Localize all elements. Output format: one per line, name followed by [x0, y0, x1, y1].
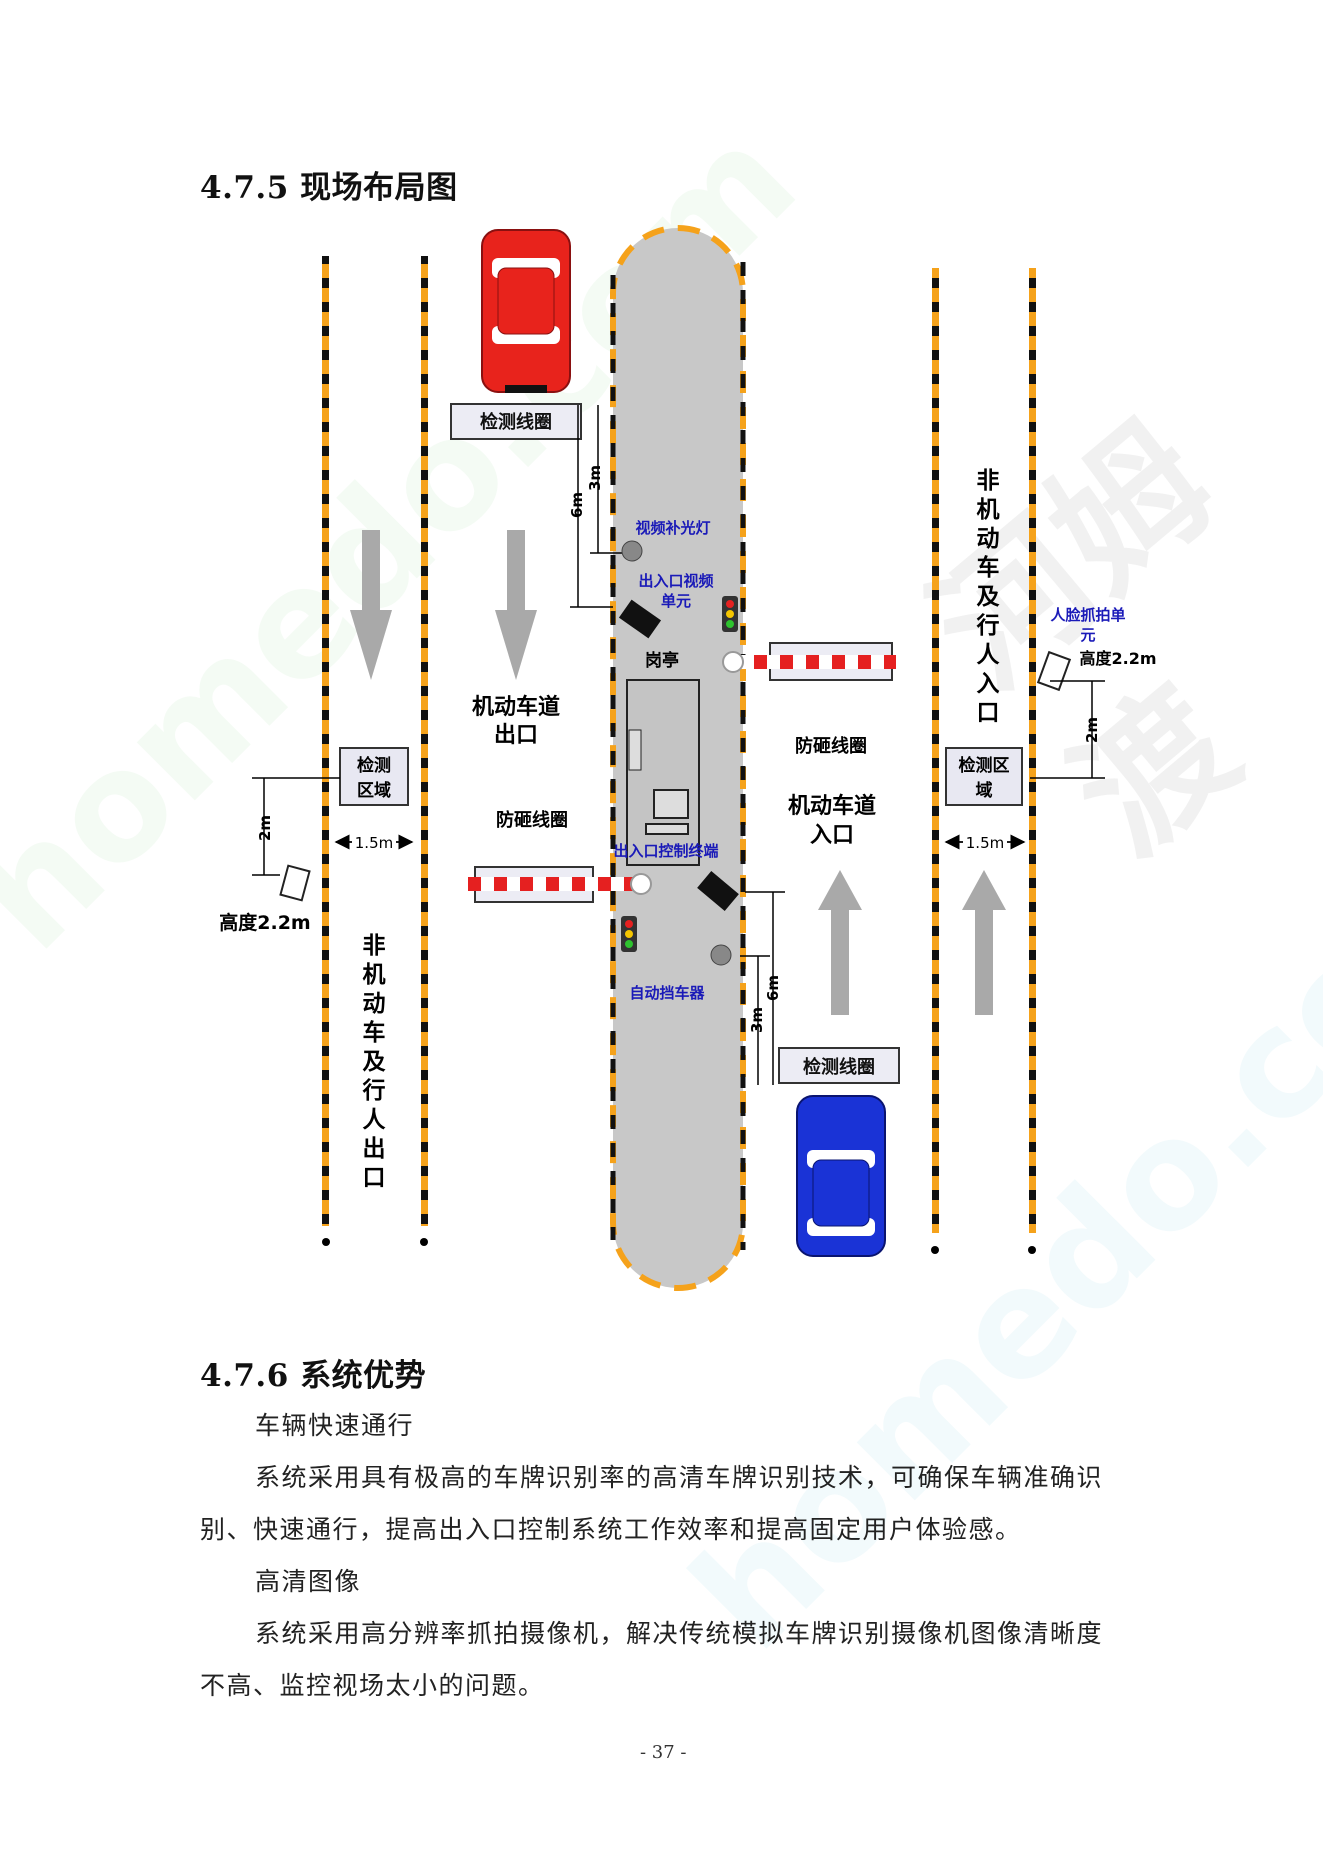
face-camera-icon — [1036, 650, 1072, 692]
entry-video-unit-label: 出入口视频 — [638, 572, 713, 590]
motor-exit-label: 机动车道 — [472, 694, 560, 720]
lane-line — [322, 256, 329, 1226]
detect-coil-box-top — [450, 403, 582, 440]
advantage-text-1-line2: 别、快速通行，提高出入口控制系统工作效率和提高固定用户体验感。 — [200, 1515, 1022, 1544]
motor-entry-label: 机动车道 — [788, 793, 876, 819]
section-title-475: 4.7.5 现场布局图 — [200, 170, 458, 206]
traffic-light-icon — [621, 916, 637, 952]
vertical-label-char: 口 — [977, 700, 1000, 726]
face-camera-icon — [279, 864, 311, 902]
booth-label: 岗亭 — [645, 650, 679, 671]
anti-smash-coil-right — [769, 642, 893, 681]
vertical-label-char: 及 — [977, 584, 1000, 610]
dim-2m-right: 2m — [1083, 717, 1101, 743]
booth-box — [626, 679, 700, 866]
motor-exit-label-2: 出口 — [494, 723, 538, 748]
vertical-label-char: 非 — [977, 468, 1000, 494]
traffic-light-icon — [722, 596, 738, 632]
video-light-icon — [621, 540, 643, 562]
height-left-label: 高度2.2m — [219, 911, 310, 934]
face-unit-label: 人脸抓拍单 — [1050, 606, 1125, 624]
vertical-label-char: 车 — [977, 554, 1000, 581]
detect-zone-left-label: 检测 — [357, 755, 391, 776]
advantage-heading-1: 车辆快速通行 — [255, 1411, 415, 1440]
video-light-label: 视频补光灯 — [635, 519, 710, 537]
booth-door — [628, 729, 642, 771]
anti-smash-label-left: 防砸线圈 — [496, 809, 568, 831]
detect-zone-right-label: 检测区 — [959, 755, 1010, 776]
face-unit-label-2: 元 — [1080, 626, 1095, 644]
vertical-label-char: 口 — [363, 1165, 386, 1191]
vertical-label-char: 机 — [977, 497, 1000, 523]
lane-line-end — [322, 1238, 330, 1246]
anti-smash-label-right: 防砸线圈 — [795, 735, 867, 757]
width-right-label: 1.5m — [966, 834, 1004, 852]
entry-video-unit-label-2: 单元 — [661, 592, 691, 610]
vertical-label-char: 动 — [977, 526, 1000, 552]
lane-line — [421, 256, 428, 1226]
detect-zone-left — [339, 747, 409, 806]
vertical-label-char: 人 — [977, 642, 1001, 668]
dim-3m-top: 3m — [586, 465, 604, 491]
barrier-arm-left — [468, 877, 638, 891]
barrier-base-left — [630, 873, 652, 895]
height-right-label: 高度2.2m — [1079, 649, 1156, 668]
auto-barrier-label: 自动挡车器 — [629, 984, 705, 1002]
advantage-text-2-line1: 系统采用高分辨率抓拍摄像机，解决传统模拟车牌识别摄像机图像清晰度 — [255, 1619, 1104, 1648]
width-left-label: 1.5m — [355, 834, 393, 852]
anti-smash-coil-left — [474, 866, 594, 903]
vertical-label-char: 行 — [362, 1077, 386, 1104]
camera-icon — [618, 599, 662, 639]
barrier-base-right — [722, 651, 744, 673]
vertical-label-char: 出 — [363, 1136, 386, 1162]
barrier-arm-right — [736, 655, 896, 669]
detect-zone-right-label-2: 域 — [976, 780, 993, 801]
blue-car — [796, 1095, 886, 1257]
dim-3m-bottom: 3m — [748, 1007, 766, 1033]
motor-entry-label-2: 入口 — [810, 823, 854, 848]
lane-line — [1029, 268, 1036, 1233]
detect-coil-box-bottom — [778, 1047, 900, 1084]
vertical-label-char: 入 — [977, 671, 1000, 697]
section-title-476: 4.7.6 系统优势 — [200, 1358, 427, 1394]
vertical-label-char: 非 — [363, 933, 386, 959]
lane-line-end — [420, 1238, 428, 1246]
terminal-icon — [653, 789, 689, 819]
detect-zone-right — [945, 747, 1023, 806]
vertical-label-char: 行 — [976, 612, 1000, 639]
watermark-text: homedo.com — [0, 93, 830, 984]
lane-line-end — [1028, 1246, 1036, 1254]
vertical-label-char: 人 — [363, 1107, 387, 1133]
dim-6m-bottom: 6m — [764, 975, 782, 1001]
dim-6m-top: 6m — [568, 492, 586, 518]
watermark-text-2: homedo.com — [660, 793, 1323, 1684]
vertical-label-char: 及 — [363, 1049, 386, 1075]
direction-arrow — [350, 530, 1006, 1015]
lane-line — [932, 268, 939, 1233]
camera-icon — [697, 871, 739, 911]
lane-line-end — [931, 1246, 939, 1254]
red-car — [481, 229, 571, 393]
vertical-label-char: 动 — [363, 991, 386, 1017]
advantage-text-2-line2: 不高、监控视场太小的问题。 — [200, 1671, 545, 1700]
page-number: - 37 - — [640, 1742, 687, 1763]
vertical-label-char: 车 — [363, 1019, 386, 1046]
central-island — [610, 225, 746, 1291]
detect-zone-left-label-2: 区域 — [357, 780, 391, 801]
control-terminal-label: 出入口控制终端 — [613, 842, 718, 860]
detect-coil-label-top: 检测线圈 — [480, 411, 552, 433]
vertical-label-char: 机 — [363, 962, 386, 988]
detect-coil-label-bottom: 检测线圈 — [803, 1056, 875, 1078]
advantage-text-1-line1: 系统采用具有极高的车牌识别率的高清车牌识别技术，可确保车辆准确识 — [255, 1463, 1104, 1492]
advantage-heading-2: 高清图像 — [255, 1567, 362, 1596]
dim-2m-left: 2m — [256, 815, 274, 841]
watermark-cn: 河姆渡 — [902, 393, 1269, 887]
video-light-icon — [710, 944, 732, 966]
